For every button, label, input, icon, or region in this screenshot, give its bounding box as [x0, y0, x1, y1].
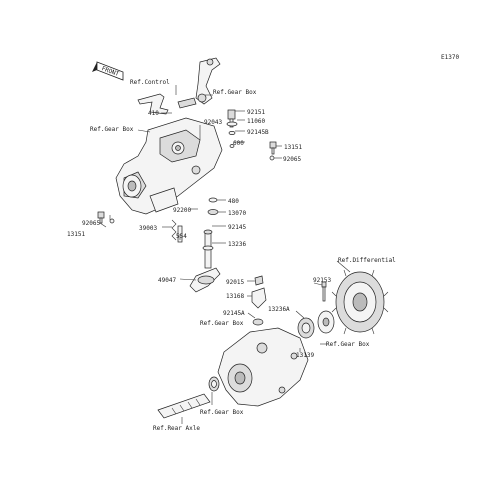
- bolt-part: [321, 281, 327, 302]
- shift-arm-part: [251, 287, 267, 309]
- part-number-label: 600: [233, 140, 244, 147]
- leader-lines: [99, 85, 351, 424]
- washer-part: [252, 318, 264, 326]
- part-number-label: 554: [176, 233, 187, 240]
- front-label: FRONT: [101, 65, 121, 78]
- part-number-label: 92200: [173, 207, 191, 214]
- shift-lever-part: [195, 57, 221, 105]
- part-number-label: 92065: [82, 220, 100, 227]
- part-number-label: 92015: [226, 279, 244, 286]
- label-ref-control: Ref.Control: [130, 79, 170, 86]
- part-number-label: 92043: [204, 119, 222, 126]
- part-number-label: 13139: [296, 352, 314, 359]
- part-number-label: 410: [148, 110, 159, 117]
- diagram-code: E1370: [441, 54, 459, 61]
- label-ref-gear-box: Ref.Gear Box: [213, 89, 257, 96]
- part-number-label: 92145B: [247, 129, 269, 136]
- part-number-label: 13168: [226, 293, 244, 300]
- rear-axle-shaft-part: [157, 393, 211, 419]
- washer-part: [207, 197, 219, 215]
- label-ref-differential: Ref.Differential: [338, 257, 396, 264]
- label-ref-gear-box: Ref.Gear Box: [326, 341, 370, 348]
- part-number-label: 92153: [313, 277, 331, 284]
- part-number-label: 92065: [283, 156, 301, 163]
- part-number-label: 480: [228, 198, 239, 205]
- part-number-label: 13151: [67, 231, 85, 238]
- fastener-part: [254, 275, 264, 286]
- bolt-part: [97, 211, 115, 224]
- bolt-part: [269, 141, 277, 161]
- part-number-label: 39003: [139, 225, 157, 232]
- washer-part: [226, 121, 238, 148]
- front-arrow-icon: FRONT: [92, 61, 124, 81]
- part-number-label: 13236A: [268, 306, 290, 313]
- label-ref-gear-box: Ref.Gear Box: [200, 320, 244, 327]
- rear-gear-case-part: [217, 327, 309, 407]
- label-ref-gear-box: Ref.Gear Box: [90, 126, 134, 133]
- part-number-label: 92145: [228, 224, 246, 231]
- part-number-label: 49047: [158, 277, 176, 284]
- part-number-label: 13070: [228, 210, 246, 217]
- shift-shaft-part: [202, 229, 214, 269]
- differential-gear-part: [331, 269, 389, 335]
- gear-box-housing-upper: [115, 117, 223, 215]
- bearing-part: [297, 310, 335, 339]
- part-number-label: 11060: [247, 118, 265, 125]
- part-number-label: 92145A: [223, 310, 245, 317]
- shift-fork-part: [189, 267, 221, 293]
- part-number-label: 13236: [228, 241, 246, 248]
- label-ref-rear-axle: Ref.Rear Axle: [153, 425, 200, 432]
- part-number-label: 92151: [247, 109, 265, 116]
- label-ref-gear-box: Ref.Gear Box: [200, 409, 244, 416]
- part-number-label: 13151: [284, 144, 302, 151]
- control-bracket-part: [137, 93, 197, 115]
- seal-part: [208, 376, 220, 392]
